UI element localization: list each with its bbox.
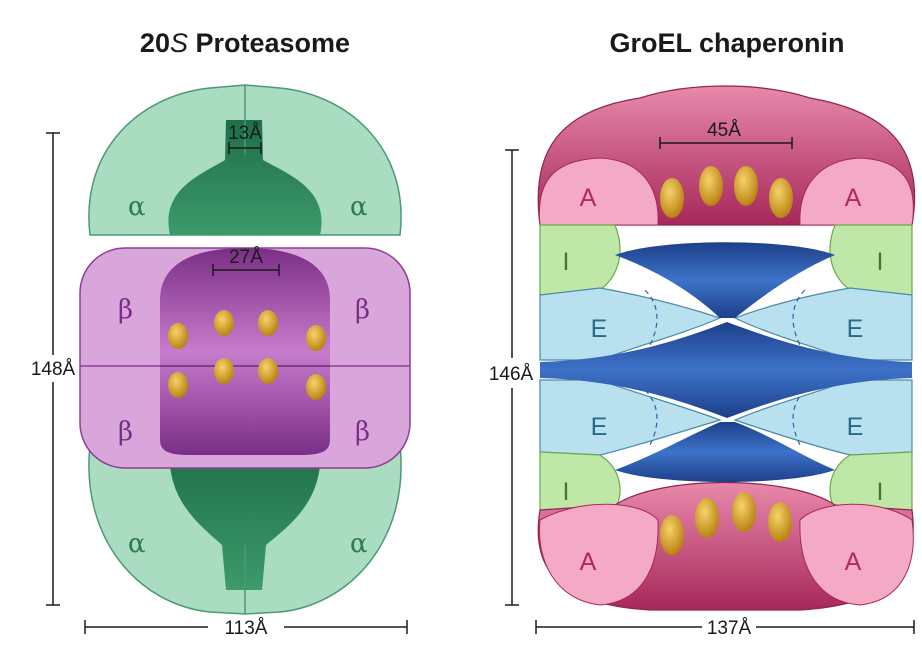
alpha-label-top-left: α xyxy=(128,192,146,222)
groel-width-label: 137Å xyxy=(707,618,752,639)
alpha-label-bottom-right: α xyxy=(350,529,368,559)
proteasome-width-label: 113Å xyxy=(225,618,268,639)
beta-label-top-left: β xyxy=(118,295,133,325)
alpha-label-bottom-left: α xyxy=(128,529,146,559)
groel-height-label: 146Å xyxy=(489,364,534,385)
beta-label-top-right: β xyxy=(355,295,370,325)
groel-height-dimension: 146Å xyxy=(489,150,534,605)
intermediate-label-bottom-right: I xyxy=(877,478,884,506)
alpha-label-top-right: α xyxy=(350,192,368,222)
equatorial-label-top-right: E xyxy=(847,315,864,343)
equatorial-label-bottom-right: E xyxy=(847,413,864,441)
beta-label-bottom-left: β xyxy=(118,417,133,447)
equatorial-label-top-left: E xyxy=(591,315,608,343)
proteasome-height-label: 148Å xyxy=(31,359,76,380)
beta-label-bottom-right: β xyxy=(355,417,370,447)
intermediate-label-top-right: I xyxy=(877,248,884,276)
intermediate-label-bottom-left: I xyxy=(563,478,570,506)
groel-panel: GroEL chaperonin xyxy=(489,28,915,639)
apical-label-top-left: A xyxy=(580,184,597,212)
intermediate-label-top-left: I xyxy=(563,248,570,276)
apical-label-top-right: A xyxy=(845,184,862,212)
chamber-label: 27Å xyxy=(229,247,263,268)
proteasome-title: 20S Proteasome xyxy=(140,28,350,58)
equatorial-label-bottom-left: E xyxy=(591,413,608,441)
cavity-label: 45Å xyxy=(707,120,741,141)
groel-title: GroEL chaperonin xyxy=(609,28,844,58)
apical-label-bottom-left: A xyxy=(580,548,597,576)
apical-label-bottom-right: A xyxy=(845,548,862,576)
proteasome-width-dimension: 113Å xyxy=(85,618,407,639)
proteasome-panel: 20S Proteasome xyxy=(31,28,410,639)
entrance-label: 13Å xyxy=(228,123,262,144)
groel-width-dimension: 137Å xyxy=(536,618,914,639)
proteasome-height-dimension: 148Å xyxy=(31,133,76,605)
